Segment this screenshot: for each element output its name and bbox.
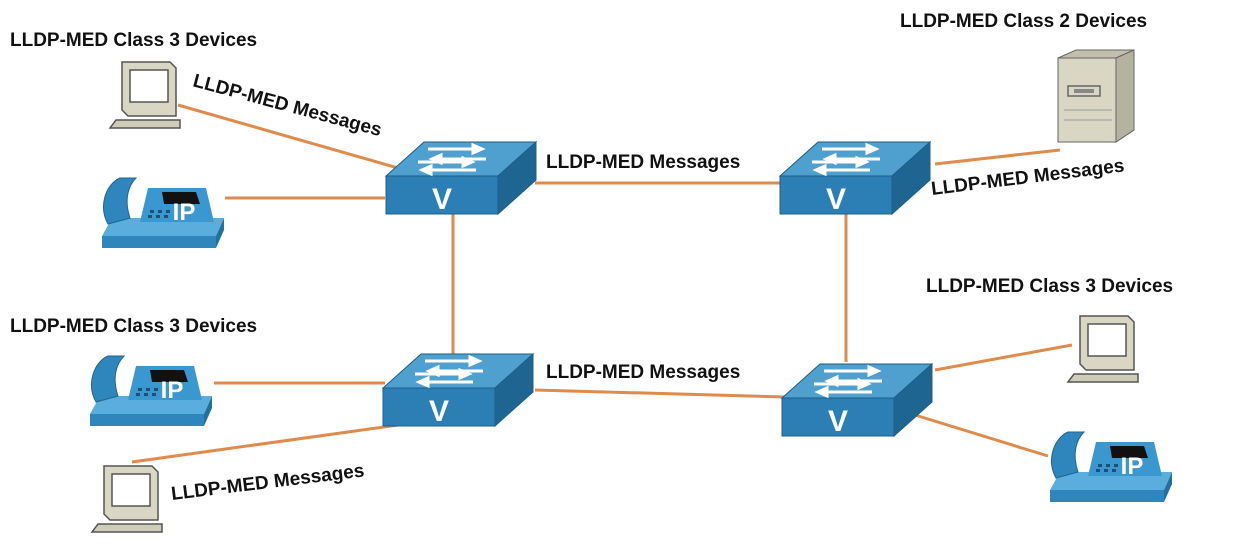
switch-4: V (780, 362, 934, 438)
switch-3: V (381, 352, 535, 428)
ip-phone-icon: IP (101, 177, 225, 249)
switch-4-mark: V (828, 405, 848, 438)
group-label-mid-right: LLDP-MED Class 3 Devices (926, 276, 1173, 297)
link-sw4-pc3 (934, 343, 1073, 372)
message-label-sw1-sw2: LLDP-MED Messages (546, 152, 740, 173)
ip-phone-icon: IP (89, 355, 213, 427)
switch-3-mark: V (429, 395, 449, 428)
ip-phone-mark: IP (1121, 453, 1144, 480)
link-pc1-sw1 (177, 103, 406, 172)
links (131, 103, 1073, 464)
message-label-pc-sw3: LLDP-MED Messages (170, 460, 365, 505)
link-sw2-server (934, 148, 1061, 166)
message-label-sw3-sw4: LLDP-MED Messages (546, 362, 740, 383)
switch-2-mark: V (826, 183, 846, 216)
switch-1-mark: V (432, 183, 452, 216)
message-label-pc-sw1: LLDP-MED Messages (191, 71, 384, 142)
ip-phone-mark: IP (173, 199, 196, 226)
pc-icon (109, 61, 181, 129)
link-sw4-phone3 (914, 413, 1049, 458)
link-pc2-sw3 (131, 420, 421, 464)
switch-1: V (384, 140, 538, 216)
ip-phone-mark: IP (161, 377, 184, 404)
group-label-bottom-left: LLDP-MED Class 3 Devices (10, 316, 257, 337)
server-icon (1057, 49, 1135, 143)
group-label-top-left: LLDP-MED Class 3 Devices (10, 30, 257, 51)
pc-icon (91, 465, 163, 533)
ip-phone-icon: IP (1049, 431, 1173, 503)
pc-icon (1067, 315, 1139, 383)
group-label-top-right: LLDP-MED Class 2 Devices (900, 11, 1147, 32)
switch-2: V (778, 140, 932, 216)
link-sw3-sw4 (534, 388, 786, 399)
